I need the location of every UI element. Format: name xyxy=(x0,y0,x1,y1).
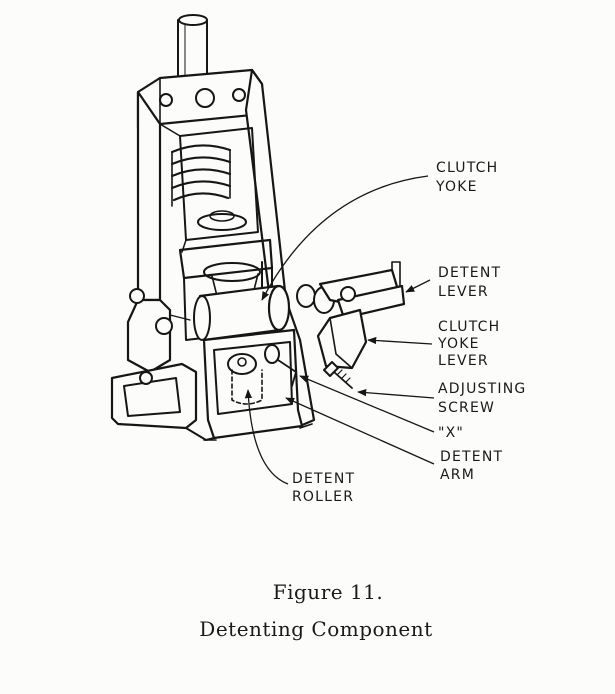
spring xyxy=(170,144,247,231)
leader-detent-lever xyxy=(405,279,431,293)
leader-detent-roller xyxy=(244,389,289,485)
right-frame xyxy=(244,68,316,428)
label-clutch-yoke-lever: CLUTCH YOKE LEVER xyxy=(437,319,506,369)
figure-title: Detenting Component xyxy=(199,617,432,641)
leader-detent-arm xyxy=(285,397,435,465)
label-detent-roller: DETENT ROLLER xyxy=(292,471,361,505)
label-detent-lever: DETENT LEVER xyxy=(438,265,507,300)
leader-adjusting-screw xyxy=(357,389,435,399)
adjusting-screw-part xyxy=(323,361,353,389)
figure-caption: Figure 11. Detenting Component xyxy=(199,580,432,641)
base-frame xyxy=(202,328,313,441)
figure-number: Figure 11. xyxy=(273,580,384,604)
label-adjusting-screw: ADJUSTING SCREW xyxy=(438,381,532,416)
leader-x xyxy=(299,375,435,433)
detent-lever-part xyxy=(318,261,406,320)
cross-roller xyxy=(193,284,291,342)
leader-clutch-yoke xyxy=(261,175,429,301)
leader-lines xyxy=(244,175,435,485)
left-frame xyxy=(126,90,191,374)
shaft xyxy=(177,14,208,85)
label-detent-arm: DETENT ARM xyxy=(440,449,509,483)
detenting-mechanism-drawing xyxy=(110,14,406,441)
label-x: "X" xyxy=(438,425,464,441)
detent-roller-part xyxy=(227,344,297,405)
callout-labels: CLUTCH YOKE DETENT LEVER CLUTCH YOKE LEV… xyxy=(292,160,532,505)
label-clutch-yoke: CLUTCH YOKE xyxy=(435,160,504,195)
top-plate xyxy=(136,68,264,130)
clutch-yoke-lever-part xyxy=(316,308,368,370)
leader-clutch-yoke-lever xyxy=(367,336,433,345)
left-lower-bracket xyxy=(110,362,215,441)
